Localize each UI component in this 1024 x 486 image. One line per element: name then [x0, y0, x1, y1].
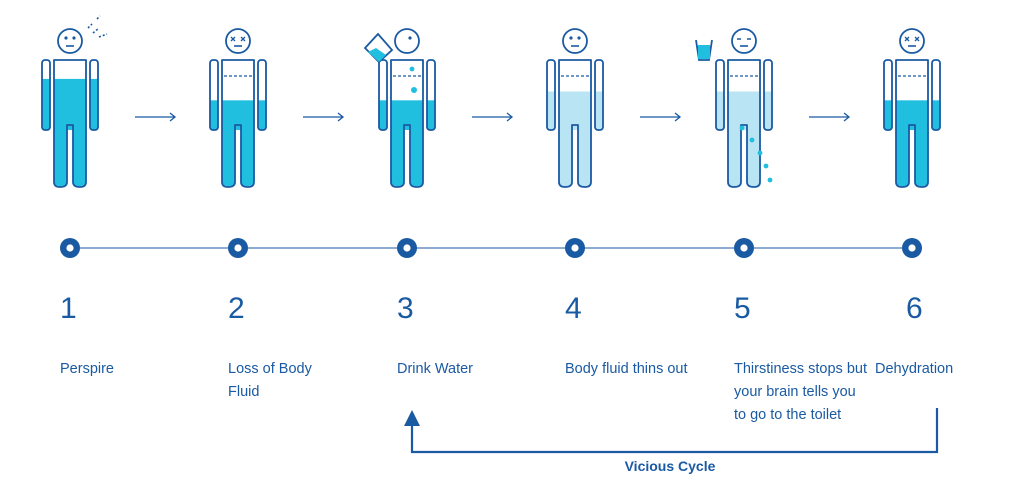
timeline-node-dot — [403, 244, 411, 252]
left-arm — [378, 59, 388, 131]
right-arm — [426, 59, 436, 131]
glass-water — [698, 45, 710, 59]
right-arm — [763, 59, 773, 131]
head — [562, 28, 588, 54]
left-eye — [569, 36, 573, 40]
body-fluid — [716, 91, 772, 186]
cycle-arrow — [410, 408, 939, 454]
step-label-5: Thirstiness stops but your brain tells y… — [734, 361, 867, 423]
step-label-3: Drink Water — [397, 361, 473, 377]
step-arrowhead — [674, 112, 682, 122]
step-arrowhead — [337, 112, 345, 122]
figure-step-4 — [546, 28, 682, 258]
eye — [408, 36, 412, 40]
figure-step-5 — [715, 28, 851, 258]
body-fluid — [210, 100, 266, 186]
timeline-node-dot — [908, 244, 916, 252]
body-fluid — [547, 91, 603, 186]
cycle-label: Vicious Cycle — [624, 458, 716, 474]
figure-step-2 — [209, 28, 345, 258]
body-outline — [221, 59, 255, 188]
figure-step-6 — [883, 28, 941, 258]
right-arm — [89, 59, 99, 131]
step-label-1: Perspire — [60, 361, 114, 377]
right-arm — [257, 59, 267, 131]
left-arm — [546, 59, 556, 131]
timeline-node-dot — [740, 244, 748, 252]
step-number-4: 4 — [565, 292, 582, 325]
sweat-icon — [87, 15, 108, 38]
water-drop-icon — [757, 150, 763, 156]
left-arm — [41, 59, 51, 131]
body-fluid — [884, 100, 940, 186]
body-outline — [727, 59, 761, 188]
body-outline — [53, 59, 87, 188]
timeline-node-dot — [234, 244, 242, 252]
right-eye — [577, 36, 581, 40]
body-outline — [558, 59, 592, 188]
cycle-arrowhead — [404, 410, 420, 426]
head — [731, 28, 757, 54]
glass-icon — [695, 39, 713, 61]
body-outline — [895, 59, 929, 188]
water-drop-icon — [411, 87, 417, 93]
step-number-2: 2 — [228, 292, 245, 325]
step-label-6: Dehydration — [875, 361, 954, 377]
right-arm — [594, 59, 604, 131]
figure-step-3 — [378, 28, 514, 258]
step-arrowhead — [506, 112, 514, 122]
step-number-6: 6 — [906, 292, 923, 325]
left-arm — [715, 59, 725, 131]
glass-water — [368, 48, 386, 62]
left-arm — [883, 59, 893, 131]
body-fluid — [379, 100, 435, 186]
timeline-node-dot — [66, 244, 74, 252]
step-arrowhead — [169, 112, 177, 122]
head — [394, 28, 420, 54]
water-drop-icon — [739, 125, 745, 131]
head — [899, 28, 925, 54]
step-label-2: Loss of Body Fluid — [228, 361, 312, 400]
head — [57, 28, 83, 54]
step-number-5: 5 — [734, 292, 751, 325]
water-drop-icon — [767, 177, 773, 183]
dizzy-eyes — [230, 36, 246, 42]
step-label-4: Body fluid thins out — [565, 361, 688, 377]
body-fluid — [42, 78, 98, 186]
right-eye — [72, 36, 76, 40]
body-outline — [390, 59, 424, 188]
water-drop-icon — [763, 163, 769, 169]
head — [225, 28, 251, 54]
timeline-node-dot — [571, 244, 579, 252]
step-arrowhead — [843, 112, 851, 122]
water-drop-icon — [749, 137, 755, 143]
dizzy-eyes — [904, 36, 920, 42]
figure-step-1 — [41, 28, 177, 258]
left-arm — [209, 59, 219, 131]
left-eye — [64, 36, 68, 40]
step-number-1: 1 — [60, 292, 77, 325]
water-drop-icon — [409, 66, 415, 72]
right-arm — [931, 59, 941, 131]
step-number-3: 3 — [397, 292, 414, 325]
